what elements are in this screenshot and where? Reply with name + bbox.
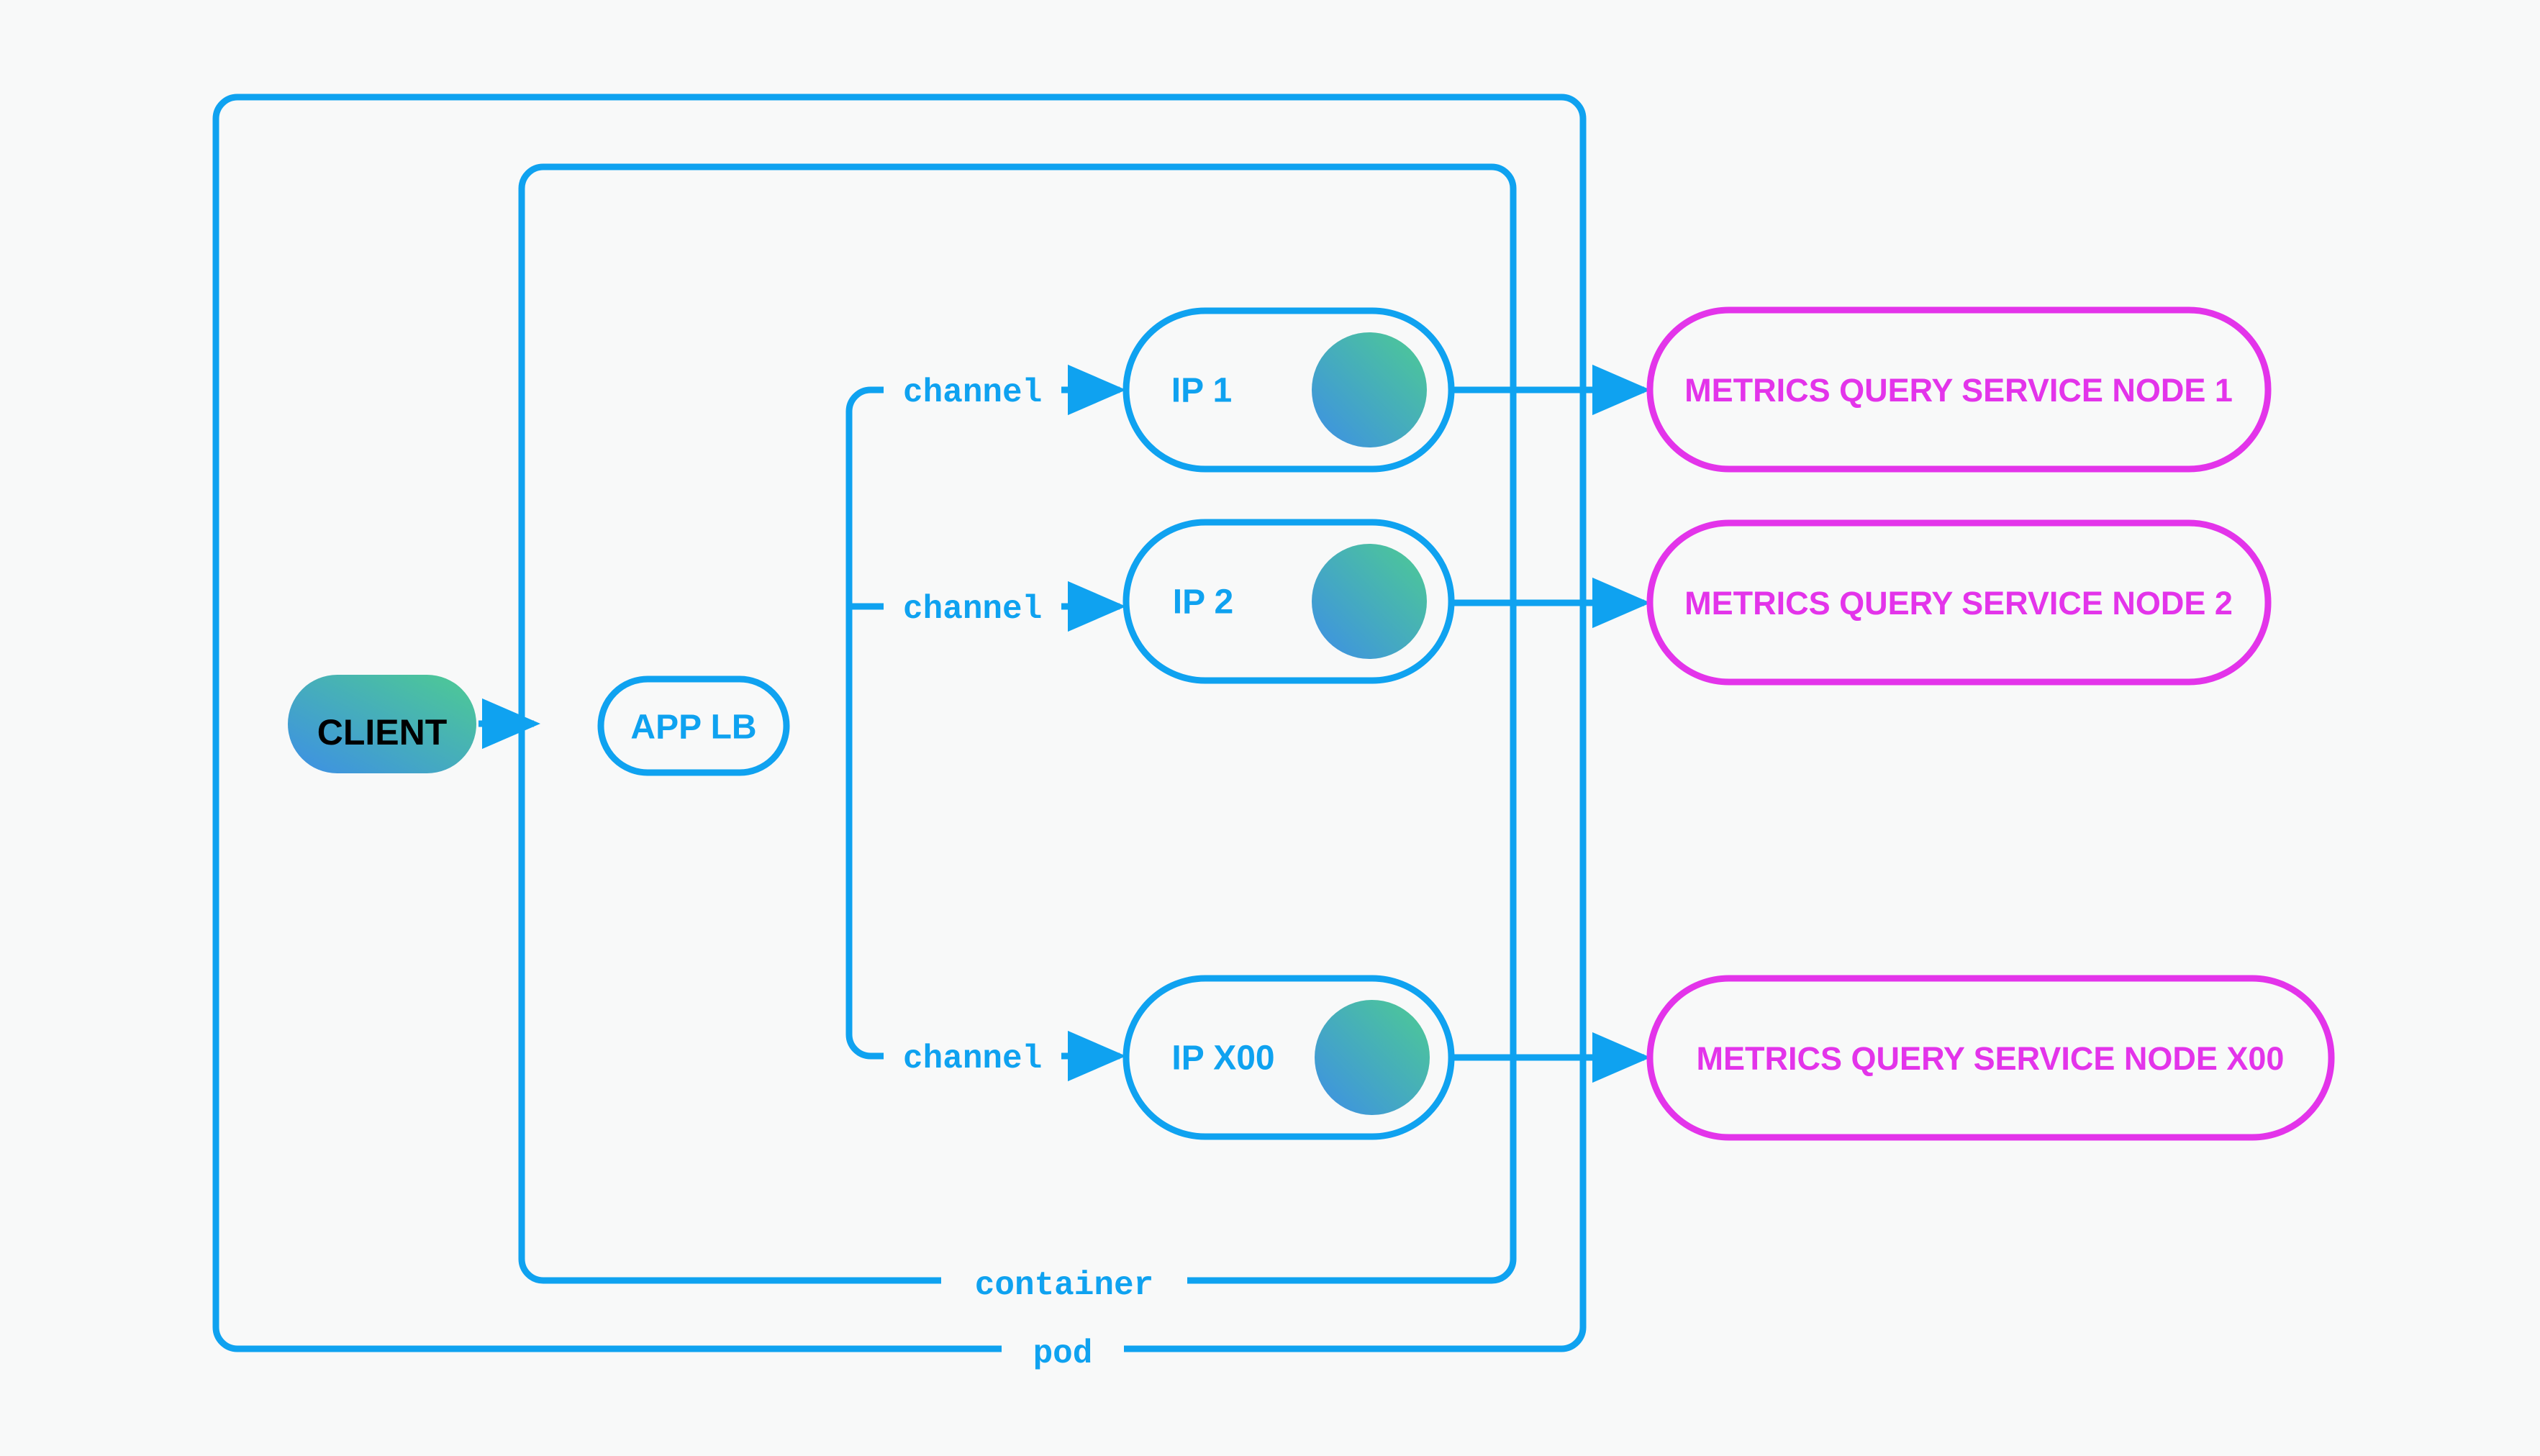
pod-label: pod [1033, 1335, 1093, 1373]
ip-node-2-label: IP 2 [1173, 583, 1234, 622]
app-lb-node[interactable]: APP LB [597, 675, 790, 776]
status-dot-icon [1315, 1000, 1430, 1115]
metrics-node-2-shape [1646, 519, 2272, 686]
metrics-node-2-label: METRICS QUERY SERVICE NODE 2 [1684, 585, 2233, 622]
metrics-node-2[interactable]: METRICS QUERY SERVICE NODE 2 [1646, 519, 2272, 686]
client-pill-shape [288, 675, 476, 773]
app-lb-shape [597, 675, 790, 776]
ip-node-2[interactable]: IP 2 [1122, 519, 1455, 684]
app-lb-label: APP LB [630, 709, 756, 747]
ip-node-1[interactable]: IP 1 [1122, 307, 1455, 473]
container-boundary-icon [518, 163, 1517, 1284]
channel-label-1: channel [903, 374, 1042, 411]
metrics-node-3-label: METRICS QUERY SERVICE NODE X00 [1697, 1040, 2285, 1077]
status-dot-icon [1312, 544, 1427, 659]
status-dot-icon [1312, 332, 1427, 447]
ip-node-3-label: IP X00 [1171, 1039, 1274, 1078]
channel-label-3: channel [903, 1040, 1042, 1078]
client-label: CLIENT [317, 712, 448, 752]
channel-label-2: channel [903, 591, 1042, 628]
client-node[interactable]: CLIENT [288, 675, 476, 773]
metrics-node-3-shape [1646, 975, 2335, 1141]
metrics-node-1-shape [1646, 306, 2272, 473]
ip-node-1-label: IP 1 [1171, 372, 1233, 410]
metrics-node-1-label: METRICS QUERY SERVICE NODE 1 [1684, 372, 2233, 409]
container-label: container [975, 1267, 1153, 1304]
metrics-node-3[interactable]: METRICS QUERY SERVICE NODE X00 [1646, 975, 2335, 1141]
channel-bracket [845, 386, 884, 1060]
pod-boundary-icon [212, 94, 1587, 1352]
metrics-node-1[interactable]: METRICS QUERY SERVICE NODE 1 [1646, 306, 2272, 473]
